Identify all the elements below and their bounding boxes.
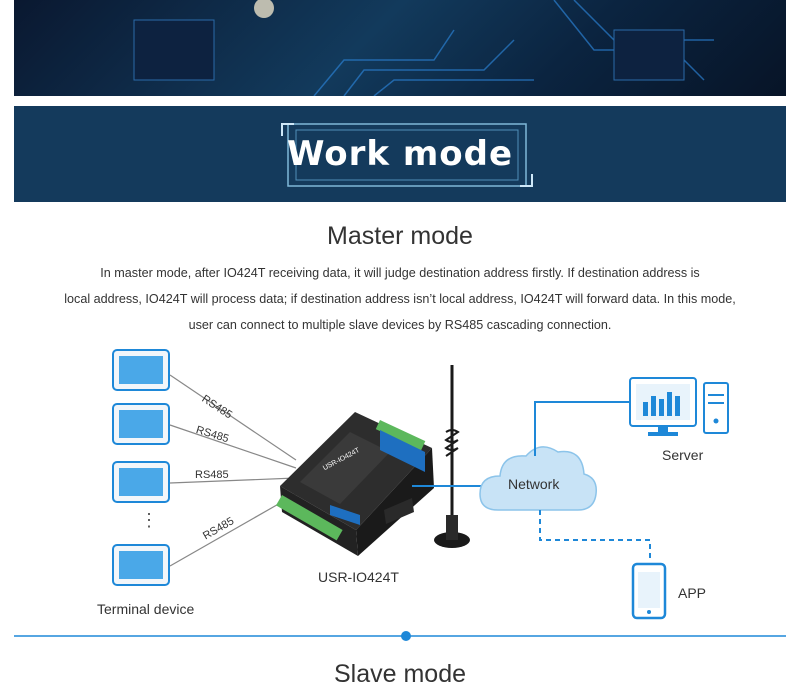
rs485-line [169,477,297,484]
rs485-line [169,424,297,469]
device-label: USR-IO424T [318,569,399,585]
antenna-icon [434,365,470,548]
network-label: Network [508,476,560,492]
io424t-device-icon [276,412,434,556]
app-label: APP [678,585,707,601]
divider-dot [401,631,411,641]
master-mode-description: In master mode, after IO424T receiving d… [20,260,780,338]
terminal-device-icon [112,403,170,445]
banner-title: Work mode [286,134,514,174]
description-line: user can connect to multiple slave devic… [188,318,612,332]
rs485-line [169,374,297,461]
circuit-board-graphic [133,0,714,96]
terminal-device-icon [112,544,170,586]
server-icon [629,377,729,436]
rs485-line [169,493,297,567]
work-mode-banner: Work mode [14,106,786,202]
phone-app-icon [631,562,667,620]
ellipsis: ⋮ [140,510,158,530]
slave-mode-title: Slave mode [333,660,467,688]
banner-frame [281,123,533,187]
terminal-device-icon [112,461,170,503]
description-line: In master mode, after IO424T receiving d… [100,266,700,280]
description-line: local address, IO424T will process data;… [64,292,736,306]
server-label: Server [662,447,704,463]
rs485-label: RS485 [195,469,229,481]
terminal-device-label: Terminal device [97,601,195,617]
master-mode-title: Master mode [327,222,473,250]
network-cloud-icon [479,446,597,511]
hero-image [14,0,786,96]
terminal-device-icon [112,349,170,391]
